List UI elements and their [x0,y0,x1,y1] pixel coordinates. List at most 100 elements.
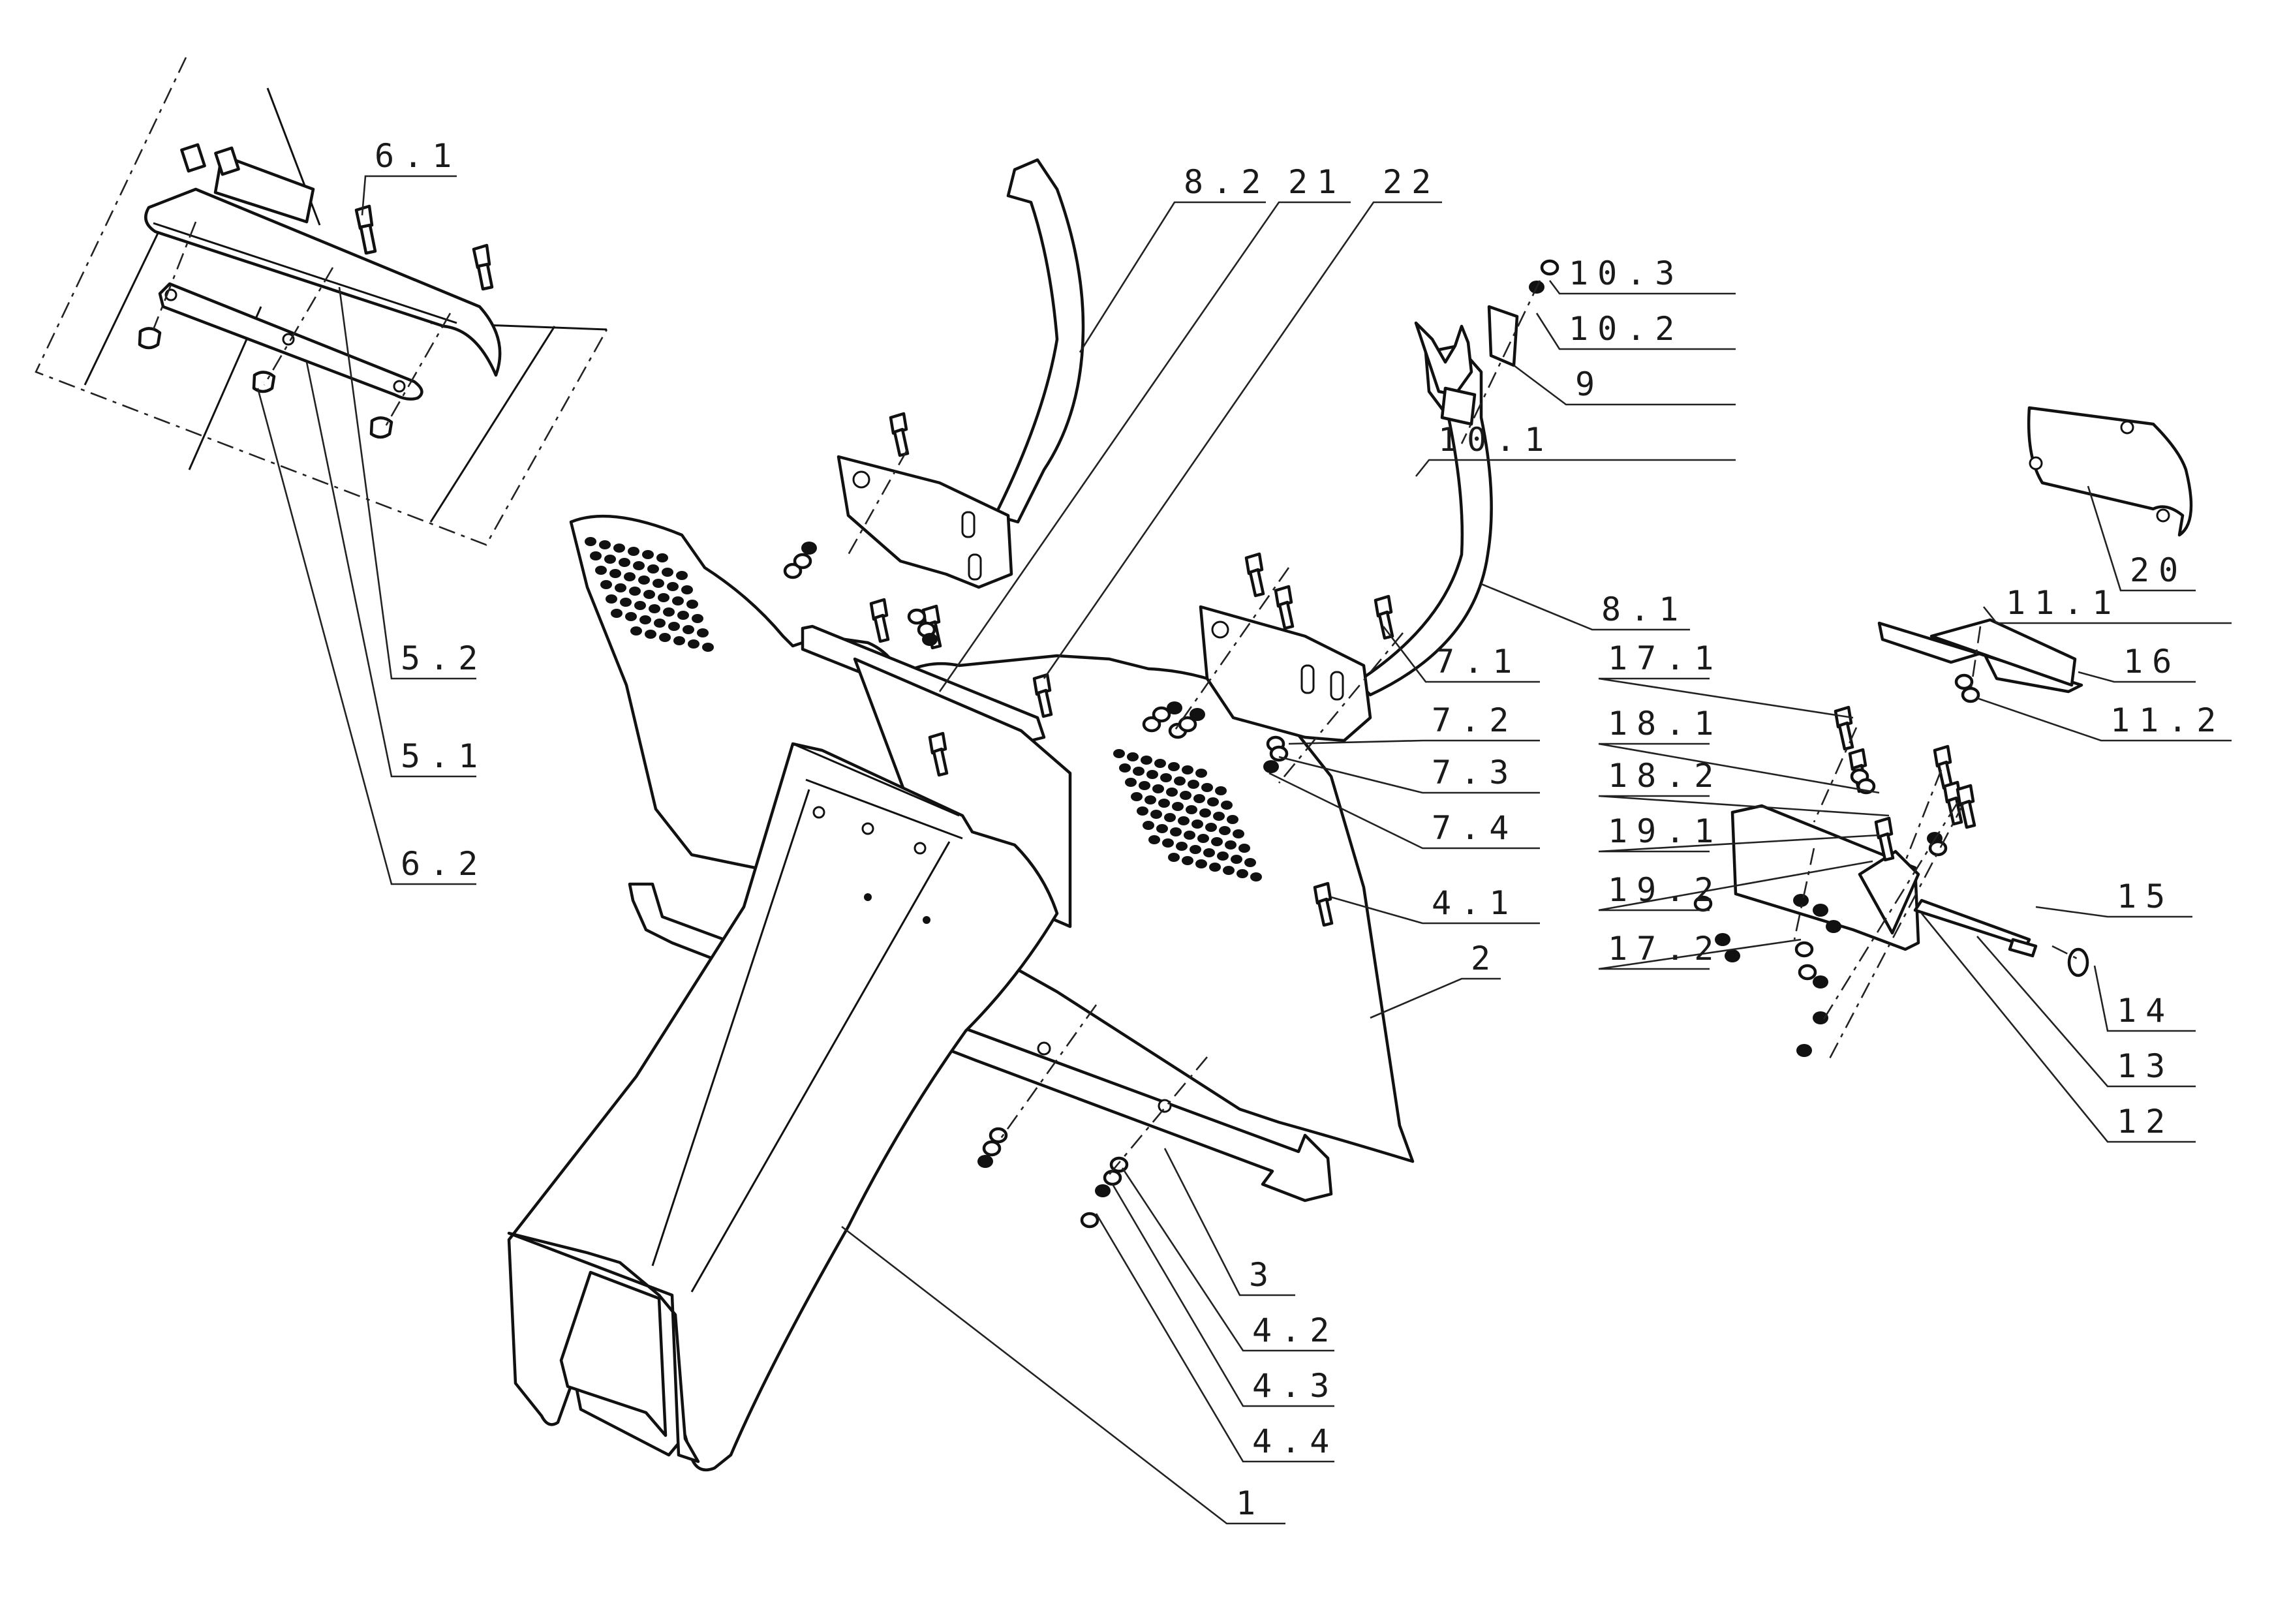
callout-10-2: 10.2 [1535,310,1736,350]
leader-line [256,388,476,885]
callout-6-1: 6.1 [361,137,457,216]
leader-line [1513,364,1736,406]
callout-4-4: 4.4 [1095,1213,1338,1463]
callout-5-2: 5.2 [338,286,487,680]
leader-line [1382,626,1540,683]
callout-label: 3 [1249,1256,1278,1294]
part-8-1-support-arm [1199,321,1493,743]
callout-label: 7.1 [1435,643,1521,681]
leader-line [1982,606,2232,624]
leader-line [305,361,476,778]
leader-line [1079,201,1266,353]
callout-label: 15 [2117,878,2174,915]
part-1-chute [507,742,1059,1472]
leader-line [1920,913,2196,1143]
detail-view-frame [35,57,608,546]
callout-7-3: 7.3 [1278,754,1540,794]
callout-8-2: 8.2 [1079,163,1270,353]
callout-4-1: 4.1 [1330,884,1540,925]
part-5-1-rail-lower [158,282,423,401]
callout-7-2: 7.2 [1288,701,1540,745]
callout-17-1: 17.1 [1598,639,1854,719]
leader-line [1598,860,1873,912]
callout-14: 14 [2093,965,2196,1032]
callout-label: 6.2 [401,845,487,883]
callout-label: 17.2 [1608,930,1723,968]
leader-line [1598,743,1880,794]
callout-17-2: 17.2 [1598,930,1802,970]
callout-label: 16 [2123,643,2181,681]
leader-line [2087,485,2196,592]
callout-11-1: 11.1 [1982,584,2232,624]
callout-6-2: 6.2 [256,388,487,885]
leader-line [1121,1167,1334,1352]
callout-label: 11.1 [2006,584,2121,622]
callout-19-2: 19.2 [1598,860,1873,912]
callout-13: 13 [1976,936,2196,1088]
callout-label: 10.3 [1569,254,1683,292]
callout-18-1: 18.1 [1598,705,1880,794]
leader-line [1976,697,2232,742]
callout-label: 2 [1471,940,1499,977]
callout-label: 7.3 [1432,754,1518,791]
leader-line [1288,739,1540,745]
callout-label: 5.2 [401,639,487,677]
callout-label: 5.1 [401,737,487,775]
leader-line [1598,795,1890,817]
leader-line [1598,834,1880,853]
leader-line [1330,896,1540,925]
leader-line [1548,280,1736,295]
callout-label: 19.2 [1608,871,1723,909]
callout-label: 20 [2130,551,2187,589]
leader-line [938,201,1351,692]
callout-label: 4.4 [1252,1422,1338,1460]
callout-16: 16 [2078,643,2196,683]
leader-line [841,1225,1285,1525]
leader-line [2035,906,2192,918]
leader-line [338,286,476,680]
callout-label: 22 [1383,163,1440,201]
callout-label: 4.3 [1252,1367,1338,1405]
callout-label: 11.2 [2110,701,2225,739]
leader-line [1535,313,1736,350]
callout-4-3: 4.3 [1111,1184,1338,1407]
callout-label: 21 [1288,163,1345,201]
leader-line [1598,677,1854,719]
callout-label: 1 [1236,1484,1265,1522]
callout-label: 14 [2117,992,2174,1030]
callout-label: 7.4 [1432,809,1518,847]
leader-line [1278,756,1540,794]
callout-9: 9 [1513,364,1736,406]
callout-5-1: 5.1 [305,361,487,778]
hardware [783,259,2079,1229]
callout-22: 22 [1043,163,1442,679]
leader-line [2078,671,2196,683]
callout-8-1: 8.1 [1481,583,1690,631]
callout-label: 9 [1575,365,1604,403]
callout-15: 15 [2035,878,2192,918]
callout-3: 3 [1163,1148,1295,1296]
callout-12: 12 [1920,913,2196,1143]
callout-label: 4.1 [1432,884,1518,922]
callout-label: 4.2 [1252,1311,1338,1349]
callout-label: 7.2 [1432,701,1518,739]
callout-20: 20 [2087,485,2196,592]
callout-7-4: 7.4 [1268,772,1540,850]
callout-10-3: 10.3 [1548,254,1736,295]
callout-4-2: 4.2 [1121,1167,1338,1352]
leader-line [1095,1213,1334,1463]
leader-line [1481,583,1690,631]
callout-label: 8.2 [1184,163,1270,201]
part-13-rod [1913,898,2038,958]
part-20-cover [2027,406,2193,537]
part-9-bracket [1440,305,1519,426]
callout-7-1: 7.1 [1382,626,1540,683]
detail-bolts-and-nuts [138,204,494,439]
part-14-cap [2067,947,2089,977]
leader-line [361,175,457,216]
callout-label: 19.1 [1608,812,1723,850]
callout-18-2: 18.2 [1598,757,1890,817]
part-5-2-rail-upper [144,143,502,377]
